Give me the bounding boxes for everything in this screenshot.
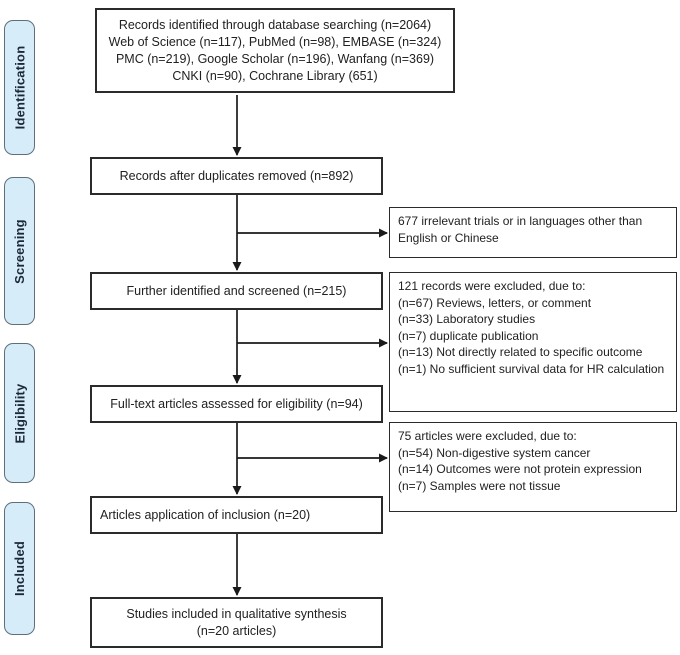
stage-label-included: Included xyxy=(4,502,35,635)
text-line: Records after duplicates removed (n=892) xyxy=(119,168,354,183)
text-line: CNKI (n=90), Cochrane Library (651) xyxy=(172,68,378,83)
stage-label-text: Eligibility xyxy=(12,383,28,443)
stage-label-text: Included xyxy=(12,540,27,597)
text-line: PMC (n=219), Google Scholar (n=196), Wan… xyxy=(115,51,435,66)
text-line: (n=54) Non-digestive system cancer xyxy=(398,445,591,460)
stage-label-eligibility: Eligibility xyxy=(4,343,35,483)
flow-box-studies-included: Studies included in qualitative synthesi… xyxy=(90,597,383,648)
text-line: Further identified and screened (n=215) xyxy=(126,283,347,298)
stage-label-screening: Screening xyxy=(4,177,35,325)
text-line: Records identified through database sear… xyxy=(118,17,432,32)
text-line: Full-text articles assessed for eligibil… xyxy=(110,396,363,411)
text-line: 677 irrelevant trials or in languages ot… xyxy=(398,214,643,245)
exclusion-box-language: 677 irrelevant trials or in languages ot… xyxy=(389,207,677,258)
text-line: 75 articles were excluded, due to: xyxy=(398,429,577,443)
text-line: 121 records were excluded, due to: xyxy=(398,279,586,293)
stage-label-text: Screening xyxy=(12,218,27,284)
flow-box-further-screened: Further identified and screened (n=215) xyxy=(90,272,383,310)
flow-box-fulltext-assessed: Full-text articles assessed for eligibil… xyxy=(90,385,383,423)
stage-label-text: Identification xyxy=(12,45,28,130)
text-line: Web of Science (n=117), PubMed (n=98), E… xyxy=(108,34,442,49)
flow-box-records-identified: Records identified through database sear… xyxy=(95,8,455,93)
stage-label-identification: Identification xyxy=(4,20,35,155)
text-line: (n=20 articles) xyxy=(196,623,277,638)
exclusion-box-records-excluded: 121 records were excluded, due to: (n=67… xyxy=(389,272,677,412)
text-line: (n=14) Outcomes were not protein express… xyxy=(398,462,642,476)
text-line: (n=67) Reviews, letters, or comment xyxy=(398,295,592,310)
flow-box-duplicates-removed: Records after duplicates removed (n=892) xyxy=(90,157,383,195)
text-line: Studies included in qualitative synthesi… xyxy=(126,606,347,621)
text-line: (n=1) No sufficient survival data for HR… xyxy=(398,361,665,376)
text-line: (n=7) Samples were not tissue xyxy=(398,478,561,493)
text-line: Articles application of inclusion (n=20) xyxy=(100,507,311,522)
text-line: (n=33) Laboratory studies xyxy=(398,312,536,326)
text-line: (n=7) duplicate publication xyxy=(398,328,539,343)
flow-box-articles-inclusion: Articles application of inclusion (n=20) xyxy=(90,496,383,534)
text-line: (n=13) Not directly related to specific … xyxy=(398,345,643,359)
exclusion-box-articles-excluded: 75 articles were excluded, due to: (n=54… xyxy=(389,422,677,512)
